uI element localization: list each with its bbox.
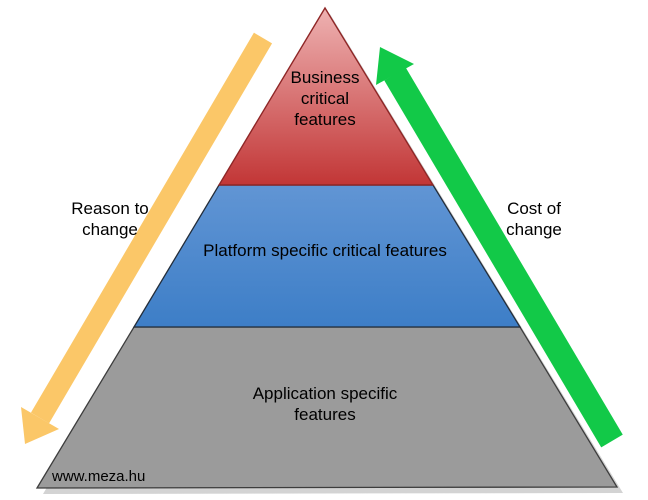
reason-arrow-shaft	[30, 32, 273, 424]
cost-arrow-shaft	[384, 67, 623, 448]
reason-arrow-head	[21, 407, 59, 444]
platform-layer-label: Platform specific critical features	[203, 241, 447, 260]
business-layer-label: Business critical features	[290, 68, 360, 129]
cost-arrow-head	[376, 47, 414, 85]
pyramid-layer-business	[217, 6, 435, 186]
reason-to-change-label: Reason to change	[71, 199, 149, 239]
reason-to-change-arrow	[21, 32, 273, 444]
cost-of-change-label: Cost of change	[506, 199, 562, 239]
watermark-url: www.meza.hu	[52, 468, 146, 485]
application-layer-label: Application specific features	[252, 384, 398, 424]
cost-of-change-arrow	[376, 47, 623, 448]
